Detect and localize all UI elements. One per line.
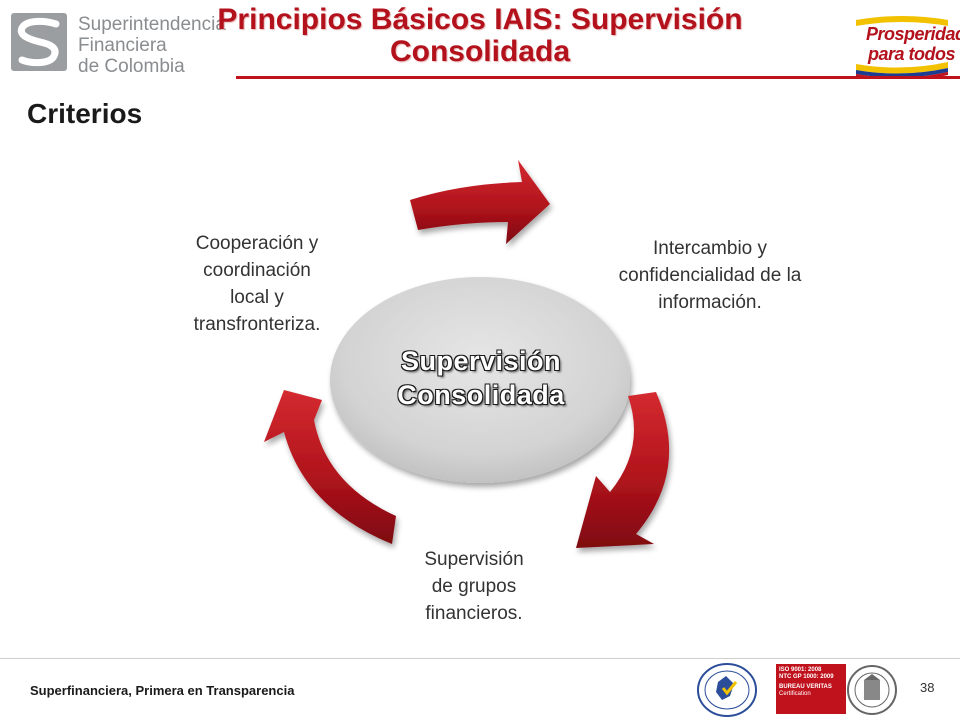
sfc-name: Superintendencia Financiera de Colombia	[78, 14, 226, 77]
node-cooperacion: Cooperación y coordinación local y trans…	[166, 230, 348, 338]
node-line: Intercambio y	[652, 238, 768, 259]
prosperidad-line: Prosperidad	[866, 24, 960, 44]
cycle-arrow-left-icon	[264, 390, 396, 544]
section-heading: Criterios	[27, 98, 143, 129]
page-number: 38	[920, 680, 935, 695]
center-label-line: Consolidada	[397, 380, 565, 410]
cert-line: ISO 9001: 2008	[779, 667, 822, 673]
node-line: información.	[658, 292, 762, 313]
center-label-line: Supervisión	[400, 346, 562, 376]
node-line: local y	[230, 287, 284, 308]
iso-certification-badge: ISO 9001: 2008 NTC GP 1000: 2009 BUREAU …	[776, 664, 846, 714]
node-intercambio: Intercambio y confidencialidad de la inf…	[588, 235, 832, 316]
node-line: transfronteriza.	[193, 314, 321, 335]
node-line: Supervisión	[424, 549, 524, 570]
node-line: confidencialidad de la	[618, 265, 802, 286]
cert-line: BUREAU VERITAS	[779, 684, 832, 690]
colombia-flag-swoosh-icon	[856, 16, 948, 76]
slide-title: Principios Básicos IAIS: Supervisión Con…	[200, 4, 760, 68]
cert-line: Certification	[779, 691, 811, 697]
sfc-name-line: Financiera	[78, 35, 167, 56]
footer-divider	[0, 658, 960, 659]
cycle-arrow-right-icon	[576, 392, 670, 548]
slide-title-line: Principios Básicos IAIS: Supervisión	[217, 3, 743, 36]
header-divider	[236, 76, 960, 79]
prosperidad-line: para todos	[868, 44, 956, 64]
node-line: Cooperación y	[195, 233, 319, 254]
center-ellipse	[330, 277, 630, 483]
node-supervision-grupos: Supervisión de grupos financieros.	[404, 546, 544, 627]
node-line: financieros.	[425, 603, 523, 624]
sfc-s-logo-icon	[11, 13, 67, 71]
node-line: de grupos	[431, 576, 517, 597]
slide-title-line: Consolidada	[389, 35, 570, 68]
sfc-name-line: Superintendencia	[78, 14, 226, 35]
node-line: coordinación	[203, 260, 311, 281]
cycle-arrow-top-icon	[410, 160, 550, 244]
cert-line: NTC GP 1000: 2009	[779, 674, 834, 680]
bureau-veritas-seal-icon	[847, 665, 897, 715]
footer-tagline: Superfinanciera, Primera en Transparenci…	[30, 683, 295, 698]
superfinanciera-logo: Superintendencia Financiera de Colombia	[6, 6, 236, 77]
sfc-name-line: de Colombia	[78, 56, 185, 77]
colombia-seal-icon	[697, 663, 757, 717]
center-label: Supervisión Consolidada	[338, 344, 624, 412]
prosperidad-logo: Prosperidad para todos	[852, 12, 960, 76]
